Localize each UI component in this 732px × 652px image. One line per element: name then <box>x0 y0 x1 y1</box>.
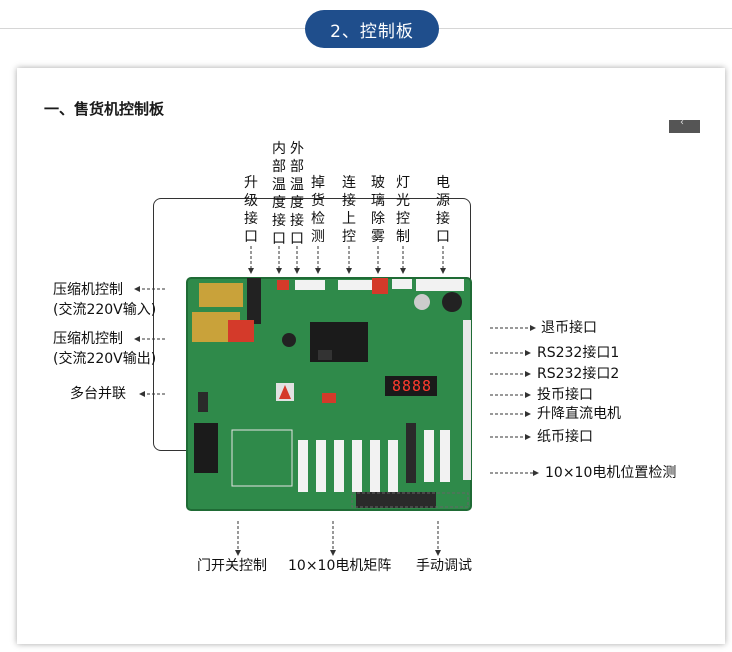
label-rs232-port-2: RS232接口2 <box>537 366 620 382</box>
label-rs232-port-1: RS232接口1 <box>537 345 620 361</box>
label-coin-insert-port: 投币接口 <box>537 387 593 403</box>
label-light-control: 灯光控制 <box>396 175 410 245</box>
top-banner: 2、控制板 <box>0 0 732 60</box>
label-compressor-output: 压缩机控制 (交流220V输出) <box>53 331 157 367</box>
label-upper-control-link: 连接上控 <box>342 175 356 245</box>
label-external-temp-port: 外部温度接口 <box>290 141 304 247</box>
label-motor-matrix: 10×10电机矩阵 <box>288 558 392 574</box>
label-door-switch-control: 门开关控制 <box>197 558 267 574</box>
label-power-port: 电源接口 <box>436 175 450 245</box>
label-manual-debug: 手动调试 <box>416 558 472 574</box>
label-upgrade-port: 升级接口 <box>244 175 258 245</box>
label-internal-temp-port: 内部温度接口 <box>272 141 286 247</box>
section-title-pill: 2、控制板 <box>305 10 439 48</box>
label-multi-unit-link: 多台并联 <box>70 386 126 402</box>
seven-segment-display: 8888 <box>391 377 433 395</box>
label-motor-position-detect: 10×10电机位置检测 <box>545 465 677 481</box>
card-heading: 一、售货机控制板 <box>44 100 165 118</box>
label-coin-return-port: 退币接口 <box>541 320 597 336</box>
label-glass-defog: 玻璃除雾 <box>371 175 385 245</box>
label-bill-port: 纸币接口 <box>537 429 593 445</box>
label-drop-detect: 掉货检测 <box>311 175 325 245</box>
manual-debug-region <box>351 492 469 508</box>
chevron-icon: ‹ <box>680 117 684 128</box>
label-lift-dc-motor: 升降直流电机 <box>537 406 621 422</box>
collapse-tab[interactable]: ‹ <box>669 117 700 133</box>
motor-driver-rows <box>194 423 450 508</box>
pcb-board <box>186 277 472 511</box>
label-compressor-input: 压缩机控制 (交流220V输入) <box>53 282 157 318</box>
